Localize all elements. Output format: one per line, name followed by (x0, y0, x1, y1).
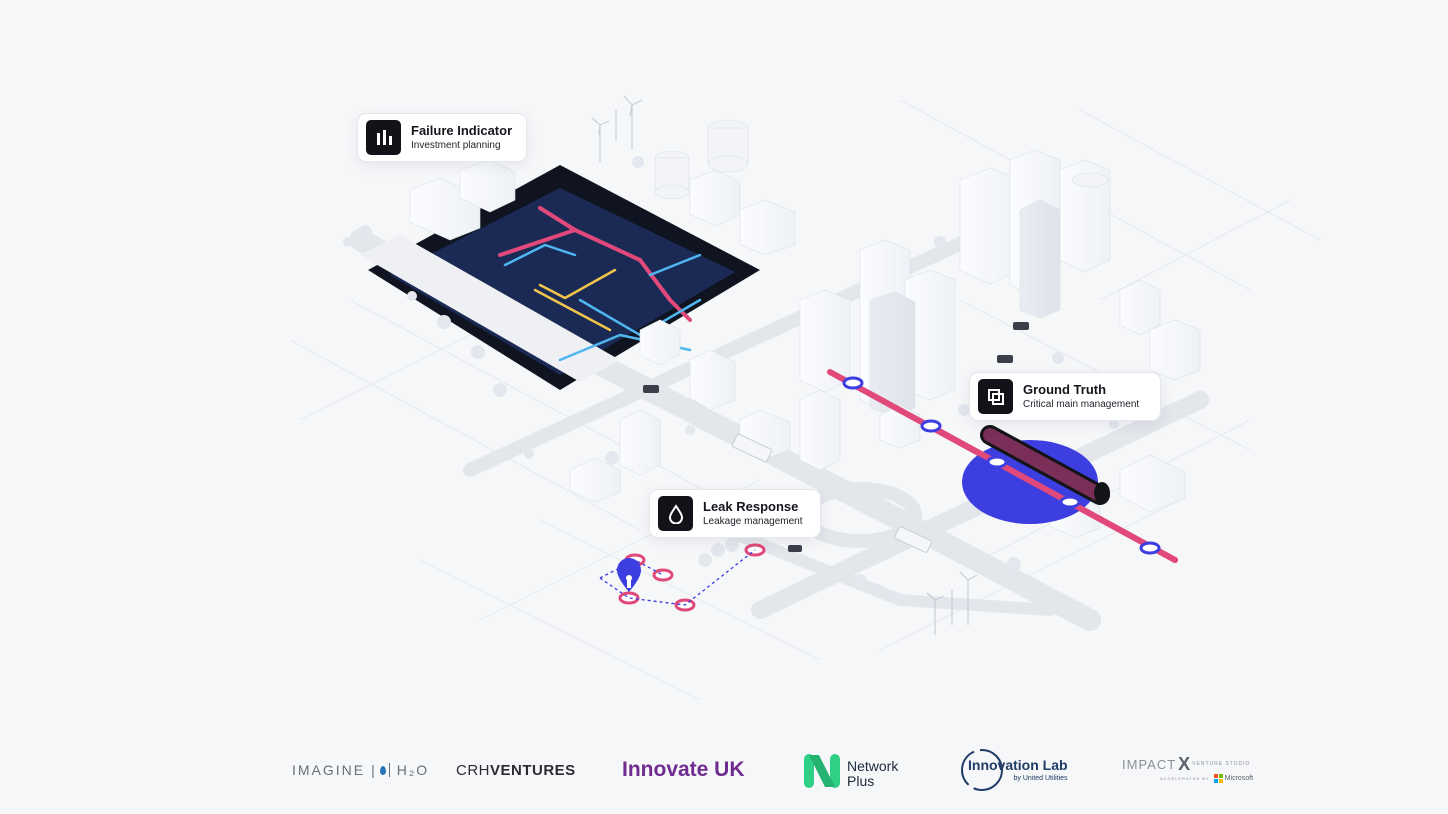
water-drop-icon (379, 765, 386, 775)
ground-truth-callout[interactable]: Ground Truth Critical main management (969, 372, 1161, 421)
imagine-text: IMAGINE (292, 762, 366, 778)
accelerated-by-text: ACCELERATED BY (1160, 776, 1210, 781)
crh-text: CRH (456, 762, 490, 779)
wind-turbines (591, 95, 978, 635)
impact-x-mark: X (1178, 754, 1191, 774)
water-drop-icon (658, 496, 693, 531)
crh-ventures-logo[interactable]: CRH VENTURES (456, 762, 576, 779)
innovation-lab-sub: by United Utilities (1013, 775, 1068, 782)
imagine-separator: | (371, 762, 377, 778)
plus-text: Plus (847, 772, 875, 789)
innovate-uk-logo[interactable]: Innovate UK (622, 758, 745, 782)
innovation-lab-ring-icon (960, 748, 1004, 792)
impact-text: IMPACT (1122, 756, 1177, 772)
microsoft-text: Microsoft (1224, 775, 1254, 782)
network-text: Network (847, 757, 899, 774)
trees (343, 156, 1119, 604)
impact-venture-studio-logo[interactable]: IMPACT X VENTURE STUDIO ACCELERATED BY M… (1122, 754, 1254, 783)
ventures-text: VENTURES (490, 762, 576, 779)
failure-indicator-title: Failure Indicator (411, 122, 513, 138)
leak-response-title: Leak Response (703, 498, 799, 514)
failure-indicator-subtitle: Investment planning (411, 139, 501, 151)
h2o-text: H₂O (396, 762, 430, 778)
sensor-markers (618, 376, 1161, 612)
network-plus-logo[interactable]: Network Plus (803, 753, 898, 794)
bar-chart-icon (366, 120, 401, 155)
leak-response-subtitle: Leakage management (703, 515, 803, 527)
innovate-uk-text: Innovate UK (622, 758, 745, 781)
buildings (409, 119, 1201, 539)
partner-logos: IMAGINE | H₂O CRH VENTURES Innovate UK N… (0, 742, 1448, 802)
microsoft-icon (1213, 774, 1223, 783)
leak-response-callout[interactable]: Leak Response Leakage management (649, 489, 821, 538)
layers-icon (978, 379, 1013, 414)
imagine-h2o-logo[interactable]: IMAGINE | H₂O (292, 762, 429, 778)
vehicles (643, 322, 1029, 553)
innovation-lab-logo[interactable]: Innovation Lab by United Utilities (960, 748, 1068, 792)
ground-truth-subtitle: Critical main management (1023, 398, 1140, 410)
skyscraper-cluster (799, 149, 1111, 417)
venture-studio-text: VENTURE STUDIO (1192, 761, 1251, 767)
location-pin-icon (617, 558, 641, 592)
ground-truth-title: Ground Truth (1023, 381, 1107, 397)
innovation-lab-title: Innovation Lab (968, 757, 1068, 773)
failure-indicator-callout[interactable]: Failure Indicator Investment planning (357, 113, 527, 162)
leak-trace (599, 549, 756, 606)
suburb-blocks (409, 159, 1201, 539)
cooling-towers (654, 119, 1109, 200)
network-plus-mark-icon (803, 753, 841, 794)
imagine-divider (388, 763, 390, 777)
